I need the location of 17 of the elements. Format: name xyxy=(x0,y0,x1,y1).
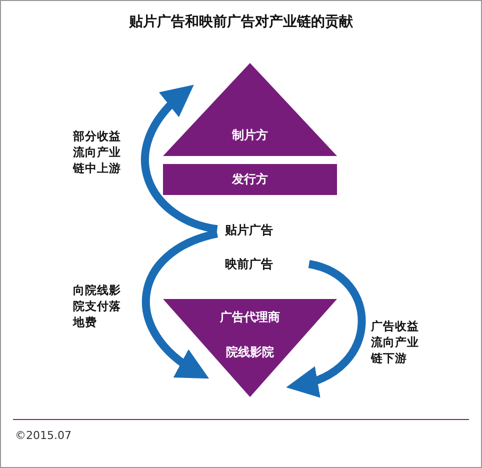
node-label: 映前广告 xyxy=(225,256,273,272)
node-label: 贴片广告 xyxy=(225,222,273,238)
footer-note: ©2015.07 xyxy=(15,429,72,442)
triangle xyxy=(163,63,337,156)
node-label: 发行方 xyxy=(232,171,268,188)
curved-arrow xyxy=(286,260,366,396)
curved-arrow xyxy=(141,84,218,234)
edge-label: 广告收益流向产业链下游 xyxy=(371,318,420,366)
edge-label: 部分收益流向产业链中上游 xyxy=(73,128,122,176)
triangle xyxy=(163,299,337,397)
title: 贴片广告和映前广告对产业链的贡献 xyxy=(128,13,354,31)
edge-label: 向院线影院支付落地费 xyxy=(73,282,122,330)
node-label: 广告代理商 xyxy=(220,309,280,326)
band xyxy=(163,164,337,195)
curved-arrow xyxy=(142,230,218,380)
node-label: 院线影院 xyxy=(226,344,274,361)
node-label: 制片方 xyxy=(232,127,268,144)
